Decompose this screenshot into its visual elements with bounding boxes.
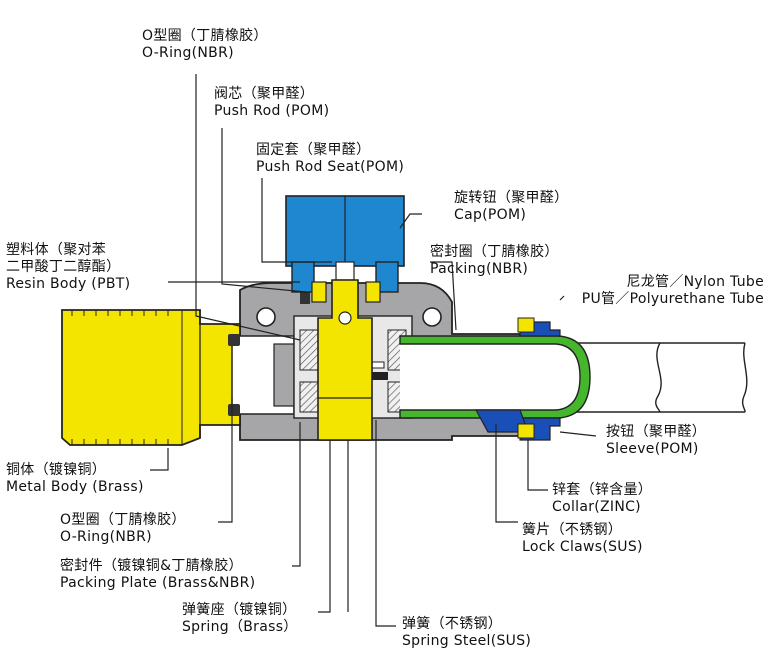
label-lock-claws-zh: 簧片（不锈钢） [522, 522, 623, 538]
label-lock-claws-en: Lock Claws(SUS) [522, 539, 643, 555]
label-cap: 旋转钮（聚甲醛） Cap(POM) [454, 190, 568, 224]
label-nylon-tube-zh: 尼龙管／Nylon Tube [626, 274, 764, 290]
label-packing-plate-zh: 密封件（镀镍铜&丁腈橡胶） [60, 558, 243, 574]
label-packing-plate-en: Packing Plate (Brass&NBR) [60, 575, 256, 591]
label-resin-body-zh1: 塑料体（聚对苯 [6, 242, 107, 258]
label-cap-en: Cap(POM) [454, 207, 527, 223]
label-push-rod-seat: 固定套（聚甲醛） Push Rod Seat(POM) [256, 142, 404, 176]
label-oring-top: O型圈（丁腈橡胶） O-Ring(NBR) [142, 28, 268, 62]
label-packing-en: Packing(NBR) [430, 261, 529, 277]
label-sleeve-en: Sleeve(POM) [606, 441, 699, 457]
collar-shape [399, 335, 591, 419]
label-spring-steel: 弹簧（不锈钢） Spring Steel(SUS) [402, 616, 531, 650]
label-spring-seat: 弹簧座（镀镍铜） Spring（Brass） [182, 602, 298, 636]
label-lock-claws: 簧片（不锈钢） Lock Claws(SUS) [522, 522, 643, 556]
label-collar-zh: 锌套（锌含量） [552, 482, 653, 498]
label-metal-body: 铜体（镀镍铜） Metal Body (Brass) [6, 462, 144, 496]
label-push-rod-seat-en: Push Rod Seat(POM) [256, 159, 405, 175]
label-collar-en: Collar(ZINC) [552, 499, 641, 515]
label-resin-body: 塑料体（聚对苯 二甲酸丁二醇酯） Resin Body (PBT) [6, 242, 130, 293]
label-spring-steel-zh: 弹簧（不锈钢） [402, 616, 503, 632]
label-push-rod: 阀芯（聚甲醛） Push Rod (POM) [214, 86, 329, 120]
label-oring-top-zh: O型圈（丁腈橡胶） [142, 28, 268, 44]
label-packing-plate: 密封件（镀镍铜&丁腈橡胶） Packing Plate (Brass&NBR) [60, 558, 255, 592]
label-push-rod-seat-zh: 固定套（聚甲醛） [256, 142, 371, 158]
label-resin-body-en: Resin Body (PBT) [6, 276, 131, 292]
label-packing-zh: 密封圈（丁腈橡胶） [430, 244, 559, 260]
label-nylon-tube: 尼龙管／Nylon Tube PU管／Polyurethane Tube [582, 274, 764, 308]
metal-body [61, 309, 241, 446]
label-oring-bottom: O型圈（丁腈橡胶） O-Ring(NBR) [60, 512, 186, 546]
label-oring-bottom-zh: O型圈（丁腈橡胶） [60, 512, 186, 528]
thread-marks [71, 310, 169, 445]
label-push-rod-zh: 阀芯（聚甲醛） [214, 86, 315, 102]
collar-zinc [517, 317, 535, 333]
label-sleeve: 按钮（聚甲醛） Sleeve(POM) [606, 424, 706, 458]
label-nylon-tube-en: PU管／Polyurethane Tube [581, 291, 764, 307]
label-spring-seat-en: Spring（Brass） [182, 619, 298, 635]
mount-hole-right [422, 307, 442, 327]
label-resin-body-zh2: 二甲酸丁二醇酯） [6, 259, 121, 275]
label-spring-steel-en: Spring Steel(SUS) [402, 633, 532, 649]
label-spring-seat-zh: 弹簧座（镀镍铜） [182, 602, 297, 618]
label-metal-body-zh: 铜体（镀镍铜） [6, 462, 107, 478]
label-oring-bottom-en: O-Ring(NBR) [60, 529, 152, 545]
label-cap-zh: 旋转钮（聚甲醛） [454, 190, 569, 206]
label-collar: 锌套（锌含量） Collar(ZINC) [552, 482, 652, 516]
leader-lines [150, 74, 597, 627]
label-push-rod-en: Push Rod (POM) [214, 103, 330, 119]
label-metal-body-en: Metal Body (Brass) [6, 479, 144, 495]
label-oring-top-en: O-Ring(NBR) [142, 45, 234, 61]
label-sleeve-zh: 按钮（聚甲醛） [606, 424, 707, 440]
label-packing: 密封圈（丁腈橡胶） Packing(NBR) [430, 244, 559, 278]
oring-bottom-shape [228, 404, 240, 416]
push-rod-shape [317, 279, 373, 441]
mount-hole-left [256, 307, 276, 327]
